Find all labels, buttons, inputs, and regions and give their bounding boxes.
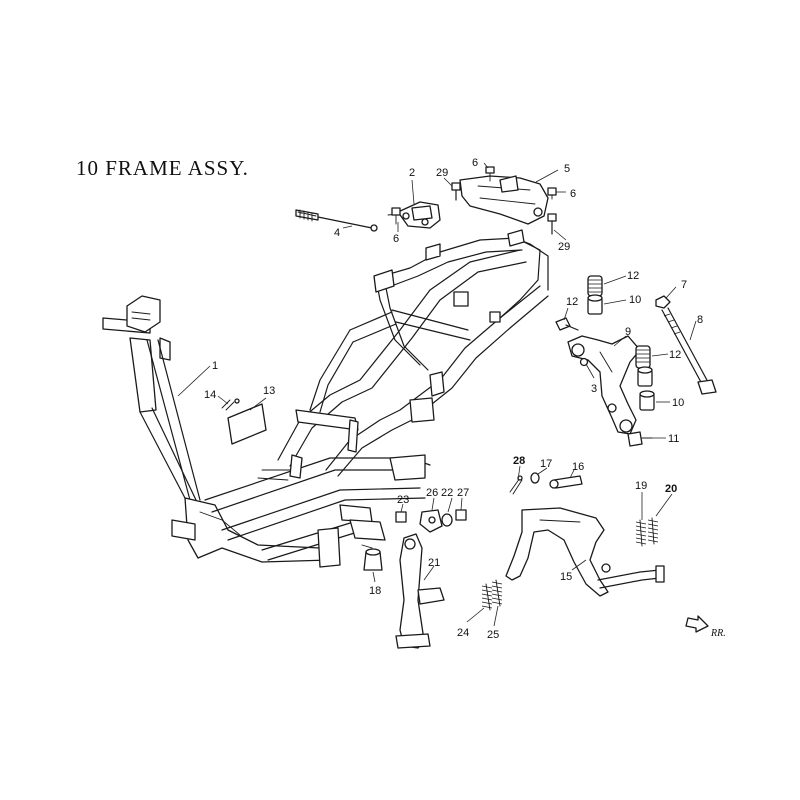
callout-16: 16 xyxy=(572,461,584,473)
callout-19: 19 xyxy=(635,480,647,492)
callout-18: 18 xyxy=(369,585,381,597)
part-8-long-bolt[interactable] xyxy=(661,307,717,395)
callout-2: 2 xyxy=(409,167,415,179)
part-4-cable[interactable] xyxy=(295,209,378,232)
callout-12-left: 12 xyxy=(566,296,578,308)
part-5-rear-bracket[interactable] xyxy=(459,175,549,225)
part-2-mount-bracket[interactable] xyxy=(387,201,441,229)
callout-9: 9 xyxy=(625,326,631,338)
part-13-plate[interactable] xyxy=(227,403,267,445)
part-14-pin[interactable] xyxy=(221,398,240,411)
callout-6-top: 6 xyxy=(472,157,478,169)
callout-labels: 1 2 3 4 5 6 6 6 7 8 9 10 10 11 12 12 12 … xyxy=(204,157,703,641)
part-20-spring[interactable] xyxy=(647,517,659,545)
leader-lines xyxy=(177,162,697,627)
callout-7: 7 xyxy=(681,279,687,291)
callout-5: 5 xyxy=(564,163,570,175)
callout-12-top: 12 xyxy=(627,270,639,282)
part-26-bracket[interactable] xyxy=(419,509,443,533)
part-19-spring[interactable] xyxy=(635,519,647,547)
part-21-side-stand[interactable] xyxy=(395,533,445,649)
callout-10-bottom: 10 xyxy=(672,397,684,409)
callout-4: 4 xyxy=(334,227,340,239)
callout-3: 3 xyxy=(591,383,597,395)
callout-29-right: 29 xyxy=(558,241,570,253)
main-frame[interactable] xyxy=(102,229,549,568)
part-15-main-stand[interactable] xyxy=(505,507,665,597)
part-12-bolt-left[interactable] xyxy=(555,317,579,331)
part-22-washer[interactable] xyxy=(441,513,453,527)
callout-15: 15 xyxy=(560,571,572,583)
part-7-nut[interactable] xyxy=(655,295,671,309)
bolt-29-left[interactable] xyxy=(451,182,461,201)
callout-6-right: 6 xyxy=(570,188,576,200)
callout-23: 23 xyxy=(397,494,409,506)
bolt-6-top[interactable] xyxy=(485,166,495,182)
part-9-engine-hanger-link[interactable] xyxy=(567,335,641,435)
callout-25: 25 xyxy=(487,629,499,641)
callout-29-left: 29 xyxy=(436,167,448,179)
callout-22: 22 xyxy=(441,487,453,499)
part-27-nut[interactable] xyxy=(455,509,467,521)
part-12-bushing-middle[interactable] xyxy=(635,345,651,369)
part-10-collar-bottom[interactable] xyxy=(639,390,655,411)
part-24-spring[interactable] xyxy=(481,583,493,611)
callout-12-right: 12 xyxy=(669,349,681,361)
callout-8: 8 xyxy=(697,314,703,326)
part-18-rubber[interactable] xyxy=(363,548,383,571)
part-10-collar-top[interactable] xyxy=(587,294,603,315)
part-28-cotter-pin[interactable] xyxy=(509,475,523,495)
bolt-6-left[interactable] xyxy=(391,207,401,225)
callout-10-top: 10 xyxy=(629,294,641,306)
callout-28: 28 xyxy=(513,455,525,467)
callout-21: 21 xyxy=(428,557,440,569)
direction-arrow-icon: RR. xyxy=(685,615,726,639)
bolt-6-right[interactable] xyxy=(547,187,557,200)
callout-11: 11 xyxy=(668,433,679,445)
part-17-washer[interactable] xyxy=(530,472,540,484)
callout-1: 1 xyxy=(212,360,218,372)
callout-24: 24 xyxy=(457,627,469,639)
part-25-spring[interactable] xyxy=(491,579,503,607)
part-3-nut[interactable] xyxy=(579,357,617,413)
part-10-collar-mid[interactable] xyxy=(637,366,653,387)
diagram-title: 10 FRAME ASSY. xyxy=(76,156,249,180)
callout-14: 14 xyxy=(204,389,216,401)
callout-27: 27 xyxy=(457,487,469,499)
direction-label: RR. xyxy=(710,628,726,639)
part-23-bolt[interactable] xyxy=(395,511,407,523)
callout-17: 17 xyxy=(540,458,552,470)
part-11-bolt[interactable] xyxy=(627,431,653,447)
part-12-bushing-top[interactable] xyxy=(587,275,603,297)
part-16-stand-shaft[interactable] xyxy=(549,475,583,489)
callout-6-left: 6 xyxy=(393,233,399,245)
callout-26: 26 xyxy=(426,487,438,499)
callout-20: 20 xyxy=(665,483,677,495)
bolt-29-right[interactable] xyxy=(547,213,557,235)
callout-13: 13 xyxy=(263,385,275,397)
